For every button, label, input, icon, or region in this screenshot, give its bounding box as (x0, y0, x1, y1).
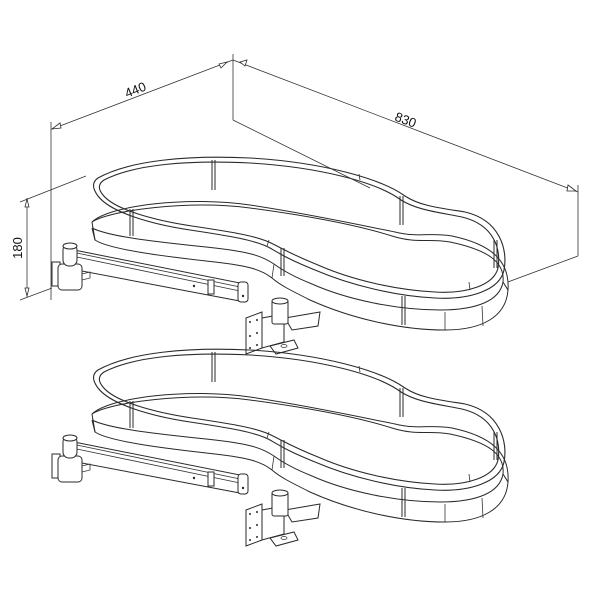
dimension-lines (19, 54, 579, 301)
upper-tier (51, 156, 509, 355)
dimension-label-830: 830 (393, 109, 419, 131)
dimension-label-180: 180 (10, 237, 25, 259)
dimension-label-440: 440 (122, 79, 148, 101)
lower-tier (51, 348, 509, 547)
